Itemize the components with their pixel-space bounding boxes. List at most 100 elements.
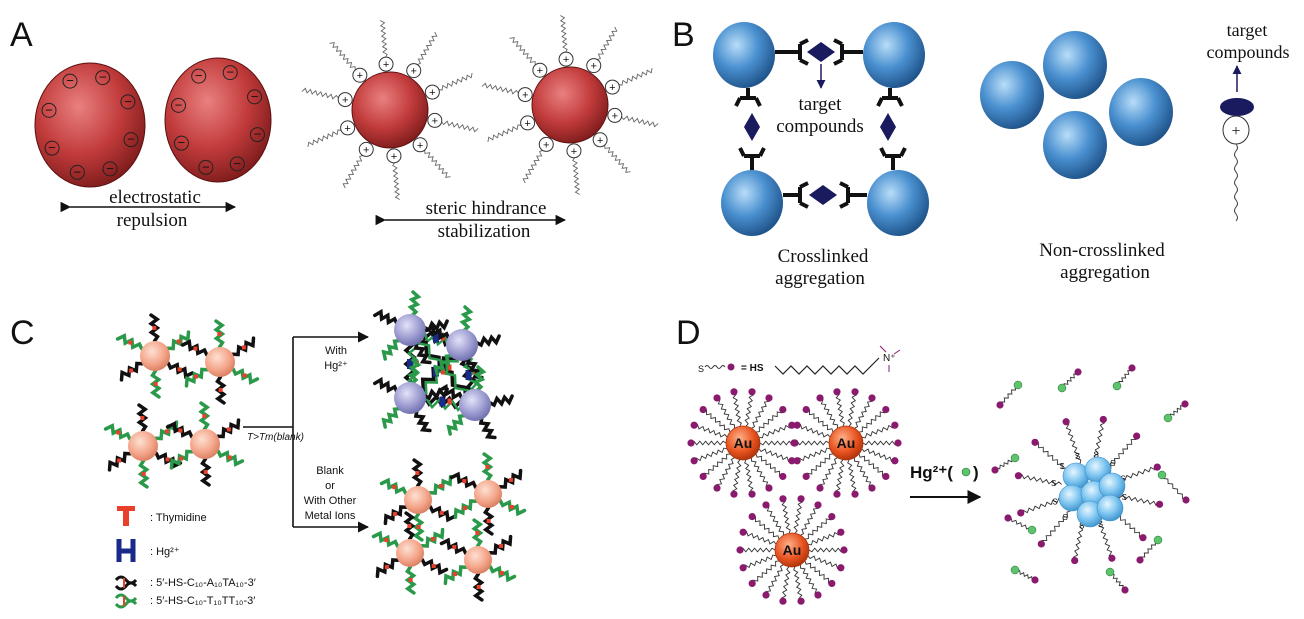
plus-charge-sign: + bbox=[344, 123, 350, 135]
thymidine-mark bbox=[177, 367, 182, 372]
dna-strand bbox=[453, 499, 478, 520]
ligand-head-dot bbox=[1133, 432, 1141, 440]
dna-strand bbox=[471, 518, 484, 548]
thiol-ligand bbox=[858, 408, 886, 433]
thiol-ligand bbox=[1096, 516, 1114, 559]
crosslink-ligands bbox=[734, 38, 907, 209]
ligand-head-dot bbox=[828, 579, 836, 588]
dna-strand bbox=[472, 572, 485, 602]
minus-charge-sign: − bbox=[99, 70, 107, 85]
dna-strand bbox=[373, 376, 399, 394]
thymidine-mark bbox=[509, 477, 514, 482]
panel-d-letter: D bbox=[676, 314, 701, 352]
plus-charge-sign: + bbox=[429, 87, 435, 99]
dna-strand bbox=[478, 416, 497, 440]
steric-ligand-chain bbox=[307, 129, 342, 147]
thiol-ligand bbox=[750, 516, 780, 540]
ligand-head-dot bbox=[816, 484, 824, 492]
ligand-head-dot bbox=[814, 501, 822, 509]
thymidine-mark bbox=[226, 427, 231, 432]
ligand-head-dot bbox=[1136, 556, 1144, 564]
noncross-particle-3 bbox=[1043, 111, 1107, 179]
ligand-head-dot bbox=[814, 591, 822, 599]
nanoparticle bbox=[396, 539, 424, 567]
plus-charge-sign: + bbox=[563, 54, 569, 66]
ligand-head-dot bbox=[851, 490, 859, 498]
thymidine-mark bbox=[447, 364, 452, 371]
dna-strand bbox=[214, 375, 227, 405]
thymidine-mark bbox=[217, 332, 222, 337]
ligand-head-dot bbox=[1074, 368, 1082, 376]
thiol-ligand bbox=[1041, 510, 1071, 546]
thymidine-mark bbox=[431, 563, 436, 568]
thymidine-mark bbox=[165, 457, 170, 462]
steric-ligand-chain bbox=[481, 82, 519, 95]
thymidine-mark bbox=[202, 414, 207, 419]
thymidine-mark bbox=[462, 506, 467, 511]
plus-charge-icon bbox=[592, 132, 608, 148]
thiol-ligand bbox=[806, 453, 834, 478]
steric-ligand-chain bbox=[424, 149, 451, 178]
ligand-head-dot bbox=[788, 457, 796, 465]
minus-charge-sign: − bbox=[251, 89, 259, 104]
dna-strand bbox=[425, 323, 451, 341]
au-core bbox=[725, 425, 761, 461]
dna-strand bbox=[439, 537, 468, 556]
steric-ligand-chain bbox=[509, 37, 536, 66]
ligand-head-dot bbox=[851, 388, 859, 396]
plus-charge-sign: + bbox=[543, 139, 549, 151]
ligand-head-dot bbox=[1017, 509, 1025, 517]
minus-charge-sign: − bbox=[106, 161, 114, 176]
minus-charge-icon bbox=[222, 65, 238, 81]
steric-ligand-chain bbox=[379, 20, 388, 58]
nanoparticle bbox=[464, 546, 492, 574]
thiol-ligand bbox=[861, 423, 895, 439]
ligand-head-dot bbox=[797, 495, 805, 503]
steric-ligand-chain bbox=[417, 31, 438, 66]
dna-strand bbox=[216, 418, 241, 439]
ligand-head-dot bbox=[802, 472, 810, 481]
dna-strand bbox=[465, 356, 484, 380]
thymidine-mark bbox=[392, 512, 397, 517]
thiol-ligand bbox=[858, 453, 888, 477]
ligand-s-label: S bbox=[698, 364, 704, 374]
sulfur-label: S bbox=[1075, 452, 1080, 461]
thymidine-mark bbox=[176, 339, 181, 344]
hg-bridge-mark bbox=[439, 396, 446, 407]
ligand-head-dot bbox=[739, 564, 747, 572]
panel-b-letter: B bbox=[672, 16, 695, 54]
au-core bbox=[828, 425, 864, 461]
crosslink-particle-bl bbox=[721, 170, 783, 236]
thymidine-mark bbox=[407, 524, 412, 529]
bound-target-ellipse bbox=[1220, 98, 1254, 116]
thymidine-mark bbox=[193, 346, 198, 351]
thymidine-mark bbox=[129, 368, 134, 373]
thymidine-mark bbox=[203, 469, 208, 474]
sulfur-label: S bbox=[1093, 451, 1098, 460]
dna-strand bbox=[115, 333, 144, 351]
thiol-ligand bbox=[742, 530, 777, 545]
dna-strand bbox=[375, 558, 400, 579]
thymidine-mark bbox=[416, 524, 421, 529]
hg-bound-dot bbox=[1105, 567, 1115, 577]
thiol-ligand bbox=[765, 564, 784, 597]
right-target-label-line2: compounds bbox=[1207, 42, 1290, 62]
thymidine-mark bbox=[439, 510, 444, 515]
ligand-head-dot bbox=[868, 484, 876, 492]
thymidine-mark bbox=[476, 584, 481, 589]
minus-charge-icon bbox=[41, 102, 57, 118]
cluster-particle bbox=[1096, 494, 1124, 522]
thiol-ligand bbox=[800, 503, 819, 536]
crosslinked-label-line1: Crosslinked bbox=[778, 246, 869, 267]
thiol-ligand bbox=[1033, 442, 1069, 472]
legend-seq2: : 5′-HS-C₁₀-T₁₀TT₁₀-3′ bbox=[150, 595, 255, 607]
dna-strand bbox=[420, 527, 445, 548]
dna-strand bbox=[433, 353, 454, 376]
nanoparticle bbox=[474, 480, 502, 508]
thiol-ligand bbox=[853, 457, 874, 488]
dna-strand bbox=[199, 457, 212, 487]
released-ligand bbox=[1007, 517, 1033, 531]
panel-b: B target compounds Cross bbox=[672, 16, 1290, 289]
thymidine-mark bbox=[116, 430, 121, 435]
